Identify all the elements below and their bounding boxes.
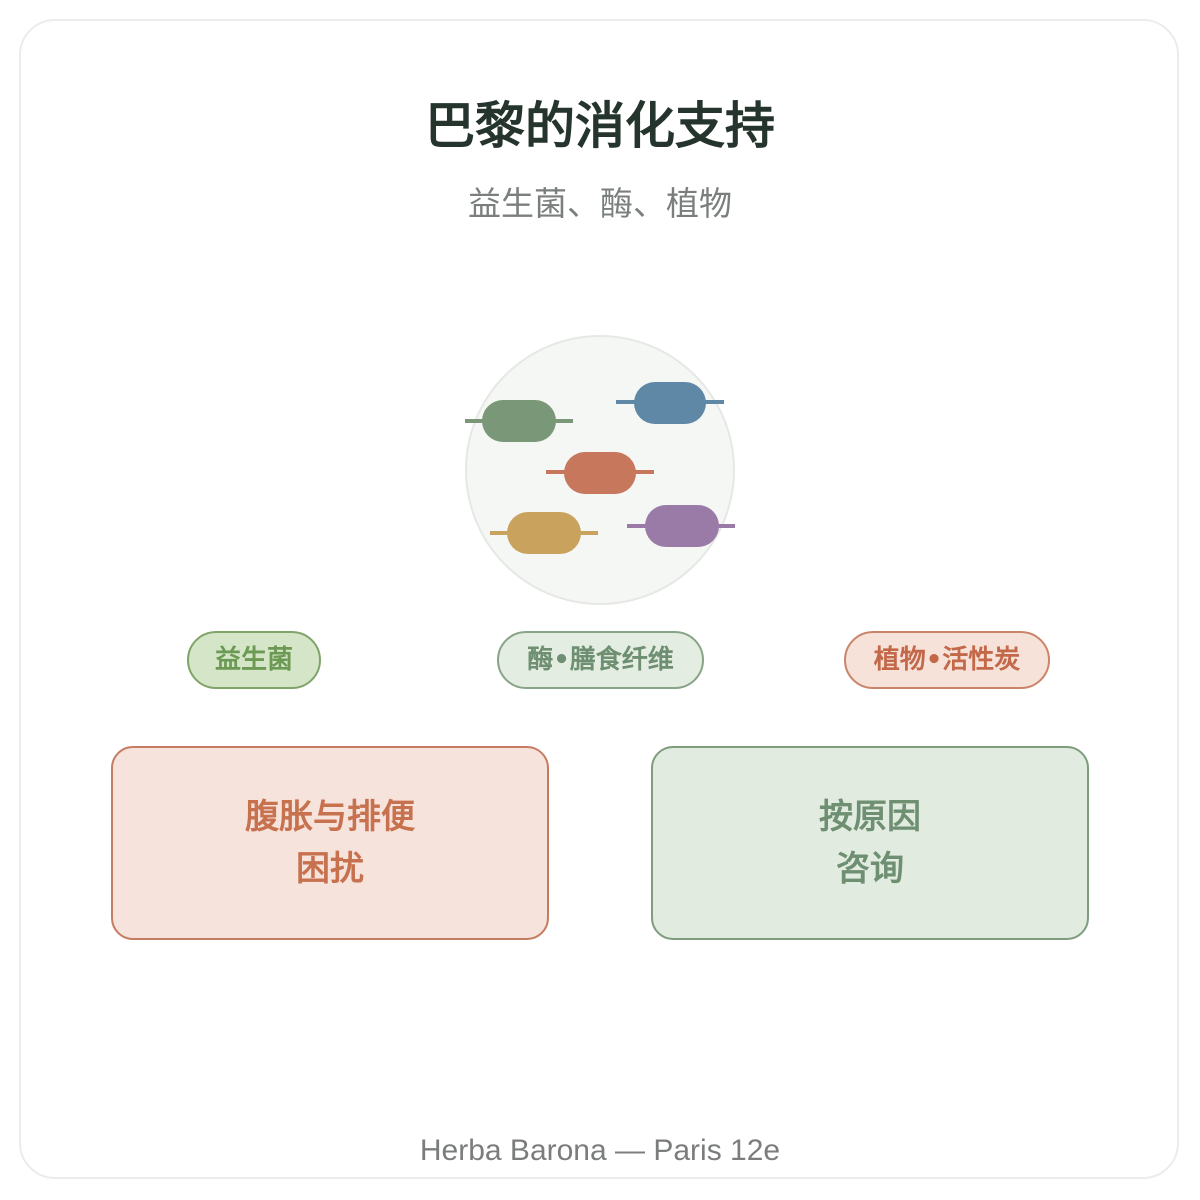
capsule-red <box>546 452 654 494</box>
issue-box-line2: 困扰 <box>296 849 364 889</box>
issue-box-bloating: 腹胀与排便 困扰 <box>111 746 549 940</box>
page-title: 巴黎的消化支持 <box>425 97 775 155</box>
category-pill-plants-charcoal: 植物•活性炭 <box>844 631 1050 689</box>
capsules-illustration <box>465 335 735 605</box>
capsule-blue <box>616 382 724 424</box>
category-pill-probiotics: 益生菌 <box>187 631 321 689</box>
issue-box-line1: 腹胀与排便 <box>245 797 415 837</box>
category-pill-enzymes-fiber: 酶•膳食纤维 <box>497 631 704 689</box>
advice-box-line2: 咨询 <box>836 849 904 889</box>
capsule-purple <box>627 505 735 547</box>
footer-brand: Herba Barona — Paris 12e <box>419 1134 781 1167</box>
capsule-yellow <box>490 512 598 554</box>
page-subtitle: 益生菌、酶、植物 <box>468 184 732 223</box>
capsule-green <box>465 400 573 442</box>
advice-box-consult: 按原因 咨询 <box>651 746 1089 940</box>
advice-box-line1: 按原因 <box>819 797 921 837</box>
